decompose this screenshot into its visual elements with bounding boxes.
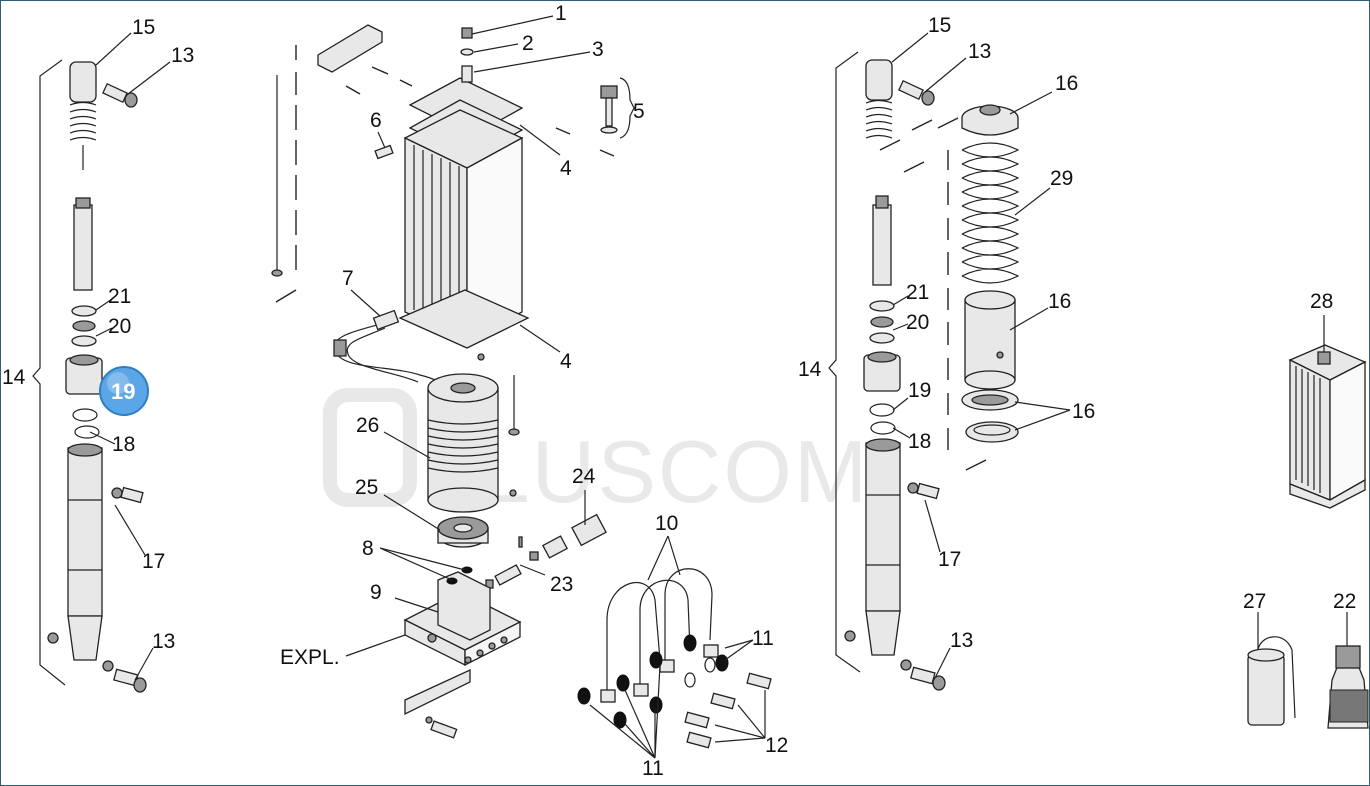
callout-27: 27 [1243,590,1266,613]
callout-5: 5 [633,100,645,123]
hotspot-19[interactable]: 19 [99,366,149,416]
hotspot-19-label: 19 [111,379,135,404]
callout-13-left-top: 13 [171,44,194,67]
callout-11-right: 11 [752,627,774,650]
callout-16-top: 16 [1055,72,1078,95]
callout-4-top: 4 [560,157,572,180]
callout-16-mid: 16 [1048,290,1071,313]
accessories [1247,315,1369,729]
hose-set [577,535,772,759]
callout-6: 6 [370,109,382,132]
callout-26: 26 [356,414,379,437]
callout-20-right: 20 [906,311,929,334]
callout-17-left: 17 [142,550,165,573]
callout-13-right-bottom: 13 [950,629,973,652]
watermark: PLUSCOM [323,388,867,521]
callout-14-left: 14 [2,366,26,389]
callout-29: 29 [1050,167,1073,190]
callout-10: 10 [655,512,678,535]
callout-7: 7 [342,267,354,290]
right-cylinder-assembly [828,32,1071,691]
callout-4-bottom: 4 [560,350,572,373]
callout-2: 2 [522,32,534,55]
callout-25: 25 [355,476,378,499]
callout-13-right-top: 13 [968,40,991,63]
callout-28: 28 [1310,290,1333,313]
callout-15-left: 15 [132,16,155,39]
callout-labels: 1 2 3 4 4 5 6 7 8 9 10 11 11 12 13 13 13… [2,2,1356,780]
callout-1: 1 [555,2,567,25]
callout-21-right: 21 [906,281,929,304]
callout-18-left: 18 [112,433,135,456]
callout-3: 3 [592,38,604,61]
callout-16-bottom: 16 [1072,400,1095,423]
callout-21-left: 21 [108,285,131,308]
callout-14-right: 14 [798,358,822,381]
callout-24: 24 [572,465,596,488]
callout-9: 9 [370,581,382,604]
callout-8: 8 [362,537,374,560]
center-pump-assembly [271,15,635,739]
callout-20-left: 20 [108,315,131,338]
callout-18-right: 18 [908,430,931,453]
callout-19-right: 19 [908,379,931,402]
callout-15-right: 15 [928,14,951,37]
callout-11-bottom: 11 [642,757,664,780]
callout-23: 23 [550,573,573,596]
callout-12: 12 [765,734,788,757]
callout-13-left-bottom: 13 [152,630,175,653]
callout-expl: EXPL. [280,646,340,669]
callout-22: 22 [1333,590,1356,613]
left-cylinder-assembly [32,32,171,693]
callout-17-right: 17 [938,548,961,571]
